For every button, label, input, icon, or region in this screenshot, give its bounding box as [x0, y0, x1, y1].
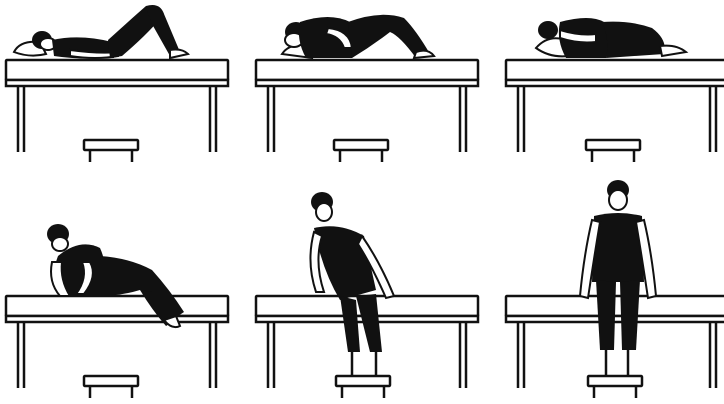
footstool: [588, 376, 642, 398]
footstool: [84, 140, 138, 162]
treatment-table: [506, 60, 724, 152]
panel-step-2: [256, 15, 478, 162]
patient-figure: [14, 5, 188, 59]
panel-step-6: [506, 180, 724, 398]
footstool: [84, 376, 138, 398]
treatment-table: [256, 60, 478, 152]
treatment-table: [6, 296, 228, 388]
footstool: [334, 140, 388, 162]
patient-figure: [282, 15, 434, 58]
patient-figure: [310, 192, 394, 376]
patient-figure: [580, 180, 656, 376]
footstool: [586, 140, 640, 162]
panel-step-3: [506, 18, 724, 162]
panel-step-1: [6, 5, 228, 162]
panel-step-5: [256, 192, 478, 398]
footstool: [336, 376, 390, 398]
treatment-table: [6, 60, 228, 152]
panel-step-4: [6, 224, 228, 398]
patient-figure: [536, 18, 686, 58]
